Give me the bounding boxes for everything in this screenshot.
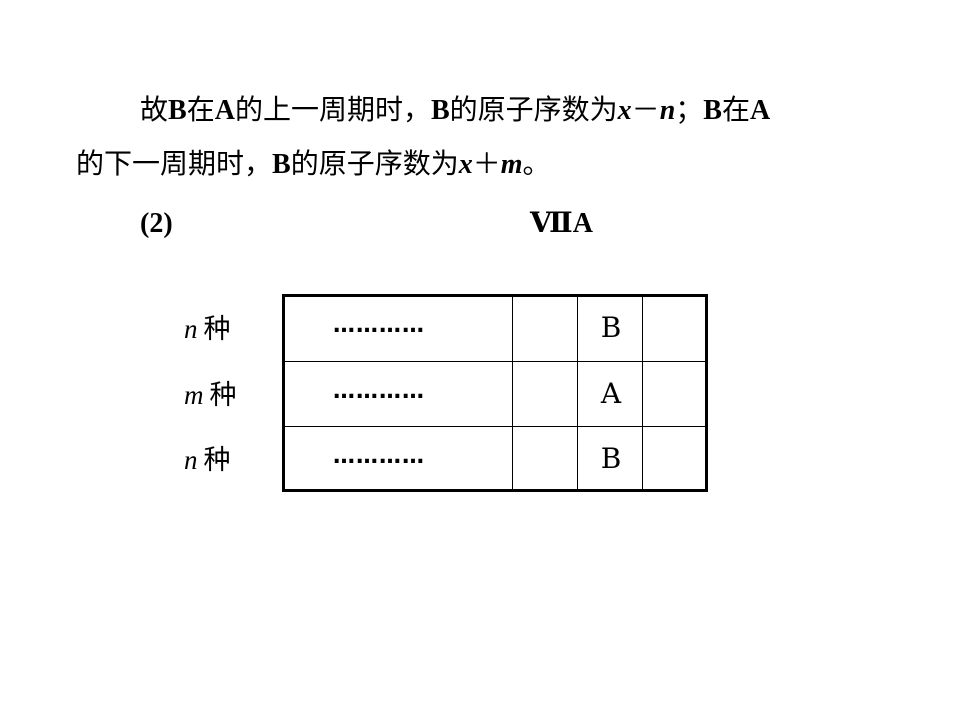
variable-x: x xyxy=(458,149,473,180)
element-cell: A xyxy=(600,377,622,410)
element-cell: B xyxy=(600,442,622,475)
ellipsis-cell: ………… xyxy=(333,313,425,338)
explanation-line-1: 故B在A的上一周期时，B的原子序数为x－n；B在A xyxy=(140,92,770,129)
text: 的原子序数为 xyxy=(449,93,618,126)
count-unit: 种 xyxy=(203,445,231,476)
variable-n: n xyxy=(659,95,676,126)
row-divider xyxy=(285,361,705,362)
column-divider xyxy=(642,297,643,489)
element-B: B xyxy=(272,149,291,180)
element-B: B xyxy=(430,95,450,126)
column-divider xyxy=(577,297,578,489)
element-cell: B xyxy=(600,311,622,344)
text: 的上一周期时， xyxy=(234,93,431,126)
text: 的原子序数为 xyxy=(290,147,459,180)
text: 故 xyxy=(140,93,169,126)
ellipsis-cell: ………… xyxy=(333,444,425,469)
ellipsis-cell: ………… xyxy=(333,379,425,404)
element-A: A xyxy=(749,95,771,126)
count-unit: 种 xyxy=(203,314,231,345)
semicolon: ； xyxy=(675,93,704,126)
count-variable: m xyxy=(184,380,204,410)
text: 在 xyxy=(721,93,750,126)
variable-m: m xyxy=(500,149,523,180)
plus-sign: ＋ xyxy=(472,147,501,180)
periodic-table-fragment: ………… B ………… A ………… B xyxy=(282,294,708,492)
element-B: B xyxy=(168,95,187,126)
count-unit: 种 xyxy=(209,380,237,411)
group-label: ⅦA xyxy=(530,208,593,239)
text: 的下一周期时， xyxy=(76,147,273,180)
column-divider xyxy=(512,297,513,489)
row-divider xyxy=(285,426,705,427)
explanation-line-2: 的下一周期时，B的原子序数为x＋m。 xyxy=(76,146,551,183)
text: 在 xyxy=(186,93,215,126)
part-label: (2) xyxy=(140,208,173,239)
element-A: A xyxy=(214,95,235,126)
element-B: B xyxy=(703,95,722,126)
variable-x: x xyxy=(617,95,632,126)
period: 。 xyxy=(522,147,551,180)
count-variable: n xyxy=(184,314,198,344)
count-variable: n xyxy=(184,445,198,475)
minus-sign: － xyxy=(631,93,660,126)
